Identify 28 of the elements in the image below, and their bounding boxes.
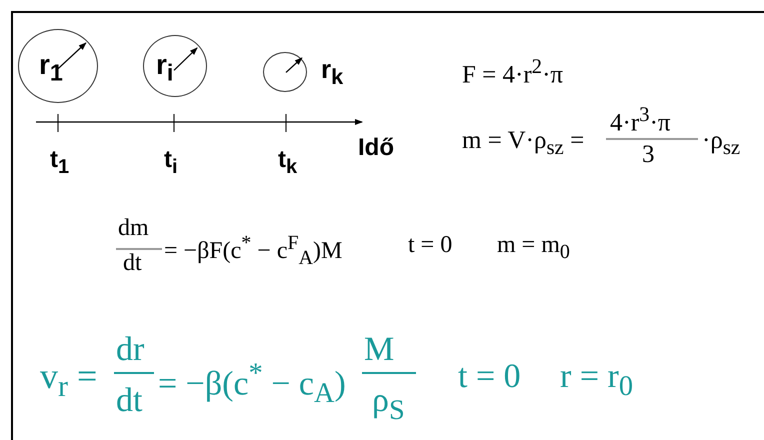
time-label: t$_{1}$ [50,148,70,177]
radius-label: r$_{i}$ [156,51,174,85]
formula: t = 0 [408,233,452,257]
formula: m = V·ρ$_{sz}$ = [462,128,584,158]
fraction-numerator: 4·r$^{3}$·π [610,104,671,136]
time-label: t$_{i}$ [164,148,178,177]
formula: = −βF(c$^{*}$ − c$^{F}$$_{A}$)M [164,233,342,268]
fraction-denominator: dt [116,384,142,418]
particle-circle [18,29,98,103]
formula: t = 0 [458,360,521,394]
formula: r = r$_{0}$ [560,360,633,402]
formula: m = m$_{0}$ [497,233,570,262]
particle-circle [263,52,307,92]
fraction-numerator: M [364,333,394,367]
formula: F = 4·r$^{2}$·π [462,56,564,88]
particle-circle [143,35,207,97]
formula: v$_{r}$ = [40,358,98,402]
fraction-numerator: dm [118,216,149,240]
fraction-denominator: 3 [642,142,654,167]
time-label: t$_{k}$ [278,148,298,177]
fraction-denominator: ρ$_{S}$ [372,384,405,426]
formula: = −β(c$^{*}$ − c$_{A}$) [158,360,346,408]
fraction-numerator: dr [116,333,144,367]
fraction-denominator: dt [123,251,142,275]
radius-label: r$_{1}$ [39,51,63,85]
formula: ·ρ$_{sz}$ [702,128,740,158]
radius-label: r$_{k}$ [321,56,344,88]
axis-title: Idő [358,136,394,160]
